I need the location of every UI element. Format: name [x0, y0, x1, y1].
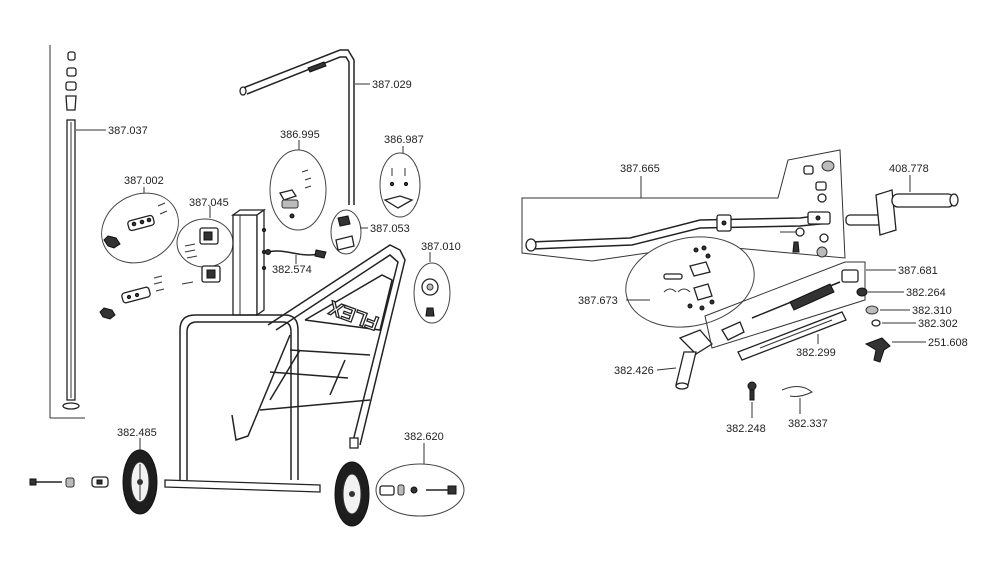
- bubble-386987: [379, 146, 421, 218]
- label-382248: 382.248: [726, 423, 766, 435]
- label-382299: 382.299: [796, 347, 836, 359]
- axle-parts-left: [29, 476, 109, 488]
- brand-flex: FLEX: [326, 296, 382, 334]
- bubble-387002: [101, 187, 179, 264]
- label-387010: 387.010: [421, 241, 461, 253]
- handle-387665-outline: [521, 149, 846, 262]
- spring-rod: [721, 269, 859, 341]
- label-382302: 382.302: [918, 318, 958, 330]
- bubble-387053: [330, 209, 368, 255]
- label-386995: 386.995: [280, 129, 320, 141]
- cart-frame: FLEX: [164, 244, 406, 493]
- bracket-lower: [99, 275, 165, 320]
- bolt-382248: [747, 381, 757, 418]
- small-parts-top: [803, 160, 835, 258]
- wheel-left: [122, 438, 158, 515]
- bubble-386995: [269, 140, 327, 231]
- label-387053: 387.053: [370, 223, 410, 235]
- bubble-387673: [625, 236, 755, 328]
- label-387037: 387.037: [108, 125, 148, 137]
- handle-387029: [239, 49, 370, 205]
- label-382310: 382.310: [912, 305, 952, 317]
- small-parts-right: [856, 287, 926, 363]
- bubble-387045: [176, 206, 234, 268]
- label-387002: 387.002: [124, 175, 164, 187]
- cable-382574: [265, 249, 327, 264]
- upright-post: [230, 208, 267, 317]
- bar-382299: [737, 311, 847, 361]
- label-408778: 408.778: [889, 163, 929, 175]
- clip-382337: [781, 386, 813, 414]
- wheel-right: [334, 461, 370, 527]
- label-251608: 251.608: [928, 337, 968, 349]
- handle-408778: [845, 175, 959, 236]
- label-387665: 387.665: [620, 163, 660, 175]
- pedal-382426: [656, 329, 713, 390]
- label-386987: 386.987: [384, 134, 424, 146]
- label-382426: 382.426: [614, 365, 654, 377]
- group-387681-outline: [704, 261, 896, 349]
- label-382485: 382.485: [117, 427, 157, 439]
- label-382337: 382.337: [788, 418, 828, 430]
- label-382264: 382.264: [906, 287, 946, 299]
- bubble-387010: [413, 252, 451, 324]
- label-382574: 382.574: [272, 264, 312, 276]
- block-lower: [181, 265, 221, 285]
- label-387045: 387.045: [189, 197, 229, 209]
- bubble-382620: [375, 443, 465, 517]
- handle-tube: [525, 211, 831, 253]
- label-387681: 387.681: [898, 265, 938, 277]
- label-387029: 387.029: [372, 79, 412, 91]
- label-387673: 387.673: [578, 295, 618, 307]
- label-382620: 382.620: [404, 431, 444, 443]
- tube-387037: [49, 45, 106, 419]
